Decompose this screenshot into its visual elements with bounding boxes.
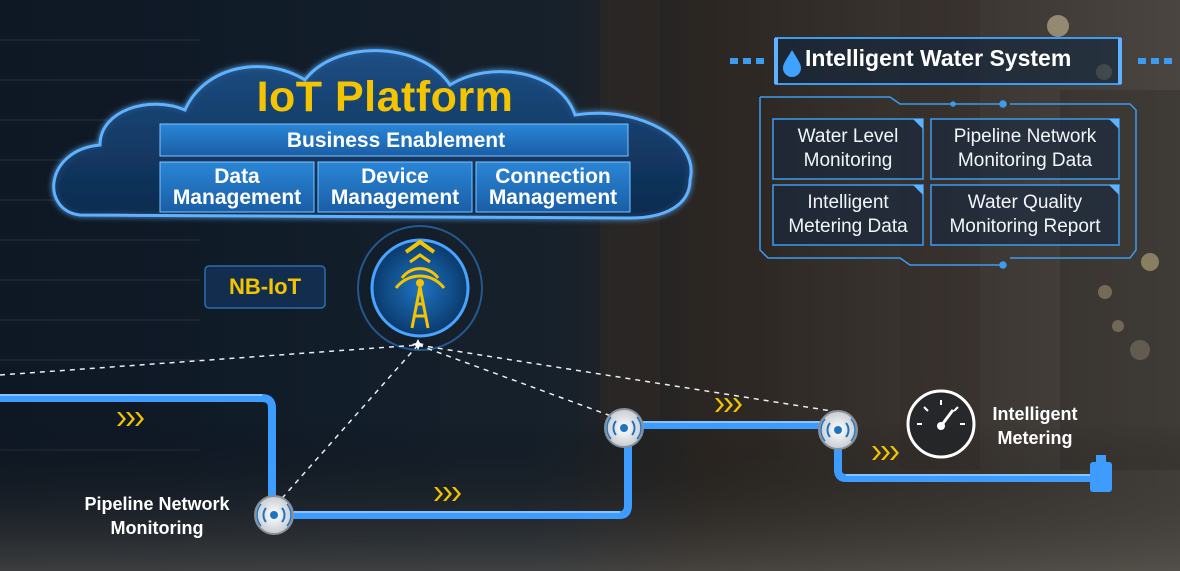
iot-platform-title: IoT Platform [256, 73, 514, 121]
connection-management-box [475, 161, 631, 213]
sensor-node-icon [604, 408, 644, 448]
pipeline [0, 394, 1100, 519]
water-system-panel-frame [759, 96, 1137, 269]
valve-icon [1090, 462, 1112, 492]
cell-tower-icon [357, 225, 483, 351]
signal-star [412, 339, 424, 350]
meter-gauge-icon [906, 389, 976, 459]
sensor-node-icon [254, 495, 294, 535]
nb-iot-label-bg [204, 265, 326, 309]
water-drop-icon [783, 50, 801, 77]
nb-iot-label: NB-IoT [228, 274, 302, 299]
signal-lines [0, 344, 839, 506]
pipeline-data-box [930, 118, 1120, 180]
water-quality-box [930, 184, 1120, 246]
water-system-title: Intelligent Water System [805, 45, 1072, 71]
ground [0, 420, 1180, 571]
business-enablement-bar [159, 123, 629, 157]
sensor-node-icon [818, 410, 858, 450]
water-system-header-frame [730, 37, 1172, 85]
metering-data-box [772, 184, 924, 246]
flow-arrows [117, 398, 899, 501]
business-enablement-label: Business Enablement [286, 129, 506, 152]
water-level-box [772, 118, 924, 180]
device-management-box [317, 161, 473, 213]
data-management-box [159, 161, 315, 213]
